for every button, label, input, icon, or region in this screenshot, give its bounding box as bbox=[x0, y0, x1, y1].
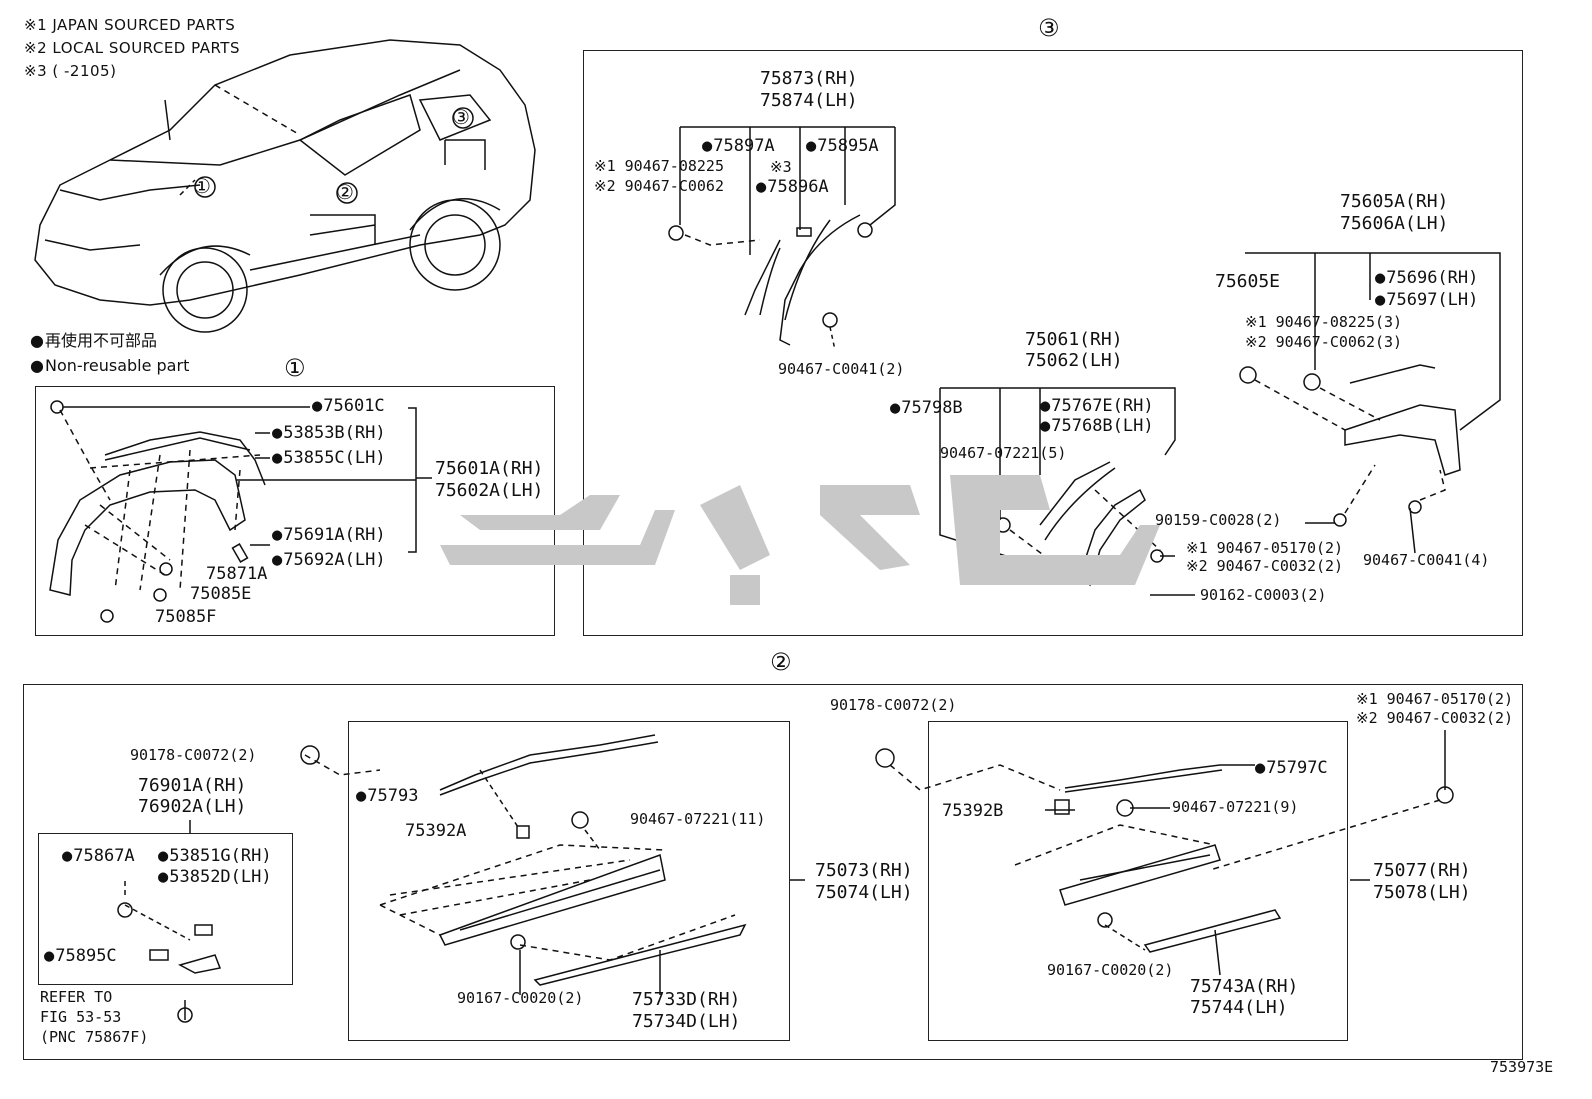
part-75392A: 75392A bbox=[405, 821, 467, 841]
note-date-range: ※3 ( -2105) bbox=[24, 62, 117, 80]
note-90467-08225-3: ※1 90467-08225(3) bbox=[1245, 313, 1403, 331]
part-75897A: 75897A bbox=[702, 138, 774, 155]
part-75392B: 75392B bbox=[942, 801, 1004, 821]
part-75767E: 75767E(RH) bbox=[1040, 398, 1153, 415]
car-callout-2: ② bbox=[336, 180, 354, 204]
part-75062: 75062(LH) bbox=[1025, 350, 1123, 371]
subframe-75073 bbox=[348, 721, 790, 1041]
part-76902A: 76902A(LH) bbox=[138, 796, 247, 817]
part-53852D: 53852D(LH) bbox=[158, 869, 271, 886]
car-illustration bbox=[34, 39, 536, 333]
part-75605E: 75605E bbox=[1215, 271, 1281, 292]
part-53851G: 53851G(RH) bbox=[158, 848, 271, 865]
note-90467-C0062-3: ※2 90467-C0062(3) bbox=[1245, 333, 1403, 351]
part-75085F: 75085F bbox=[155, 607, 217, 627]
note-90467-05170: ※1 90467-05170(2) bbox=[1186, 539, 1344, 557]
car-callout-3: ③ bbox=[452, 105, 470, 129]
part-75871A: 75871A bbox=[206, 564, 268, 584]
note-3: ※3 bbox=[770, 158, 792, 176]
section2-frame bbox=[23, 684, 1523, 1060]
refer-to-line2: FIG 53-53 bbox=[40, 1008, 122, 1026]
part-75605A: 75605A(RH) bbox=[1340, 191, 1449, 212]
part-90178-C0072-right: 90178-C0072(2) bbox=[830, 696, 957, 714]
part-90467-C0041-4: 90467-C0041(4) bbox=[1363, 551, 1490, 569]
watermark-logo bbox=[440, 475, 1160, 605]
part-53853B: 53853B(RH) bbox=[272, 425, 385, 442]
section1-frame bbox=[35, 386, 555, 636]
part-90178-C0072-left: 90178-C0072(2) bbox=[130, 746, 257, 764]
part-75744: 75744(LH) bbox=[1190, 997, 1288, 1018]
legend-en: Non-reusable part bbox=[30, 358, 189, 374]
part-75895A: 75895A bbox=[806, 138, 878, 155]
part-76901A: 76901A(RH) bbox=[138, 775, 247, 796]
subframe-76901A bbox=[38, 833, 293, 985]
part-75874: 75874(LH) bbox=[760, 90, 858, 111]
part-75692A: 75692A(LH) bbox=[272, 552, 385, 569]
part-75895C: 75895C bbox=[44, 948, 116, 965]
part-75085E: 75085E bbox=[190, 584, 252, 604]
part-75074: 75074(LH) bbox=[815, 882, 913, 903]
refer-to-line1: REFER TO bbox=[40, 988, 113, 1006]
part-75867A: 75867A bbox=[62, 848, 134, 865]
part-75697: 75697(LH) bbox=[1375, 292, 1478, 309]
note-90467-C0032-right: ※2 90467-C0032(2) bbox=[1356, 709, 1514, 727]
part-75078: 75078(LH) bbox=[1373, 882, 1471, 903]
part-90467-07221-11: 90467-07221(11) bbox=[630, 810, 766, 828]
subframe-75077 bbox=[928, 721, 1348, 1041]
part-90167-C0020-right: 90167-C0020(2) bbox=[1047, 961, 1174, 979]
part-75797C: 75797C bbox=[1255, 760, 1327, 777]
car-callout-1: ① bbox=[193, 174, 211, 198]
part-75606A: 75606A(LH) bbox=[1340, 213, 1449, 234]
part-90467-C0041-2: 90467-C0041(2) bbox=[778, 360, 905, 378]
legend-jp: 再使用不可部品 bbox=[30, 333, 157, 349]
part-75073: 75073(RH) bbox=[815, 860, 913, 881]
part-75768B: 75768B(LH) bbox=[1040, 418, 1153, 435]
note-local-sourced: ※2 LOCAL SOURCED PARTS bbox=[24, 39, 240, 57]
figure-id: 753973E bbox=[1490, 1058, 1554, 1076]
section-callout-3: ③ bbox=[1038, 14, 1060, 42]
note-90467-C0062: ※2 90467-C0062 bbox=[594, 177, 724, 195]
refer-to-line3: (PNC 75867F) bbox=[40, 1028, 149, 1046]
part-75798B: 75798B bbox=[890, 400, 962, 417]
section-callout-2: ② bbox=[770, 648, 792, 676]
part-75734D: 75734D(LH) bbox=[632, 1011, 741, 1032]
note-90467-08225: ※1 90467-08225 bbox=[594, 157, 724, 175]
part-75873: 75873(RH) bbox=[760, 68, 858, 89]
part-75733D: 75733D(RH) bbox=[632, 989, 741, 1010]
part-90162-C0003: 90162-C0003(2) bbox=[1200, 586, 1327, 604]
part-75743A: 75743A(RH) bbox=[1190, 976, 1299, 997]
section2-parts bbox=[117, 730, 1454, 1023]
section1-parts bbox=[49, 400, 432, 623]
part-90467-07221-5: 90467-07221(5) bbox=[940, 444, 1067, 462]
section3-frame bbox=[583, 50, 1523, 636]
part-75601C: 75601C bbox=[312, 398, 384, 415]
part-75061: 75061(RH) bbox=[1025, 329, 1123, 350]
part-75696: 75696(RH) bbox=[1375, 270, 1478, 287]
note-90467-C0032: ※2 90467-C0032(2) bbox=[1186, 557, 1344, 575]
part-75601A: 75601A(RH) bbox=[435, 458, 544, 479]
note-japan-sourced: ※1 JAPAN SOURCED PARTS bbox=[24, 16, 236, 34]
part-75896A: 75896A bbox=[756, 179, 828, 196]
section-callout-1: ① bbox=[284, 354, 306, 382]
part-53855C: 53855C(LH) bbox=[272, 450, 385, 467]
part-75602A: 75602A(LH) bbox=[435, 480, 544, 501]
part-75793: 75793 bbox=[356, 788, 418, 805]
note-90467-05170-right: ※1 90467-05170(2) bbox=[1356, 690, 1514, 708]
part-75691A: 75691A(RH) bbox=[272, 527, 385, 544]
part-90467-07221-9: 90467-07221(9) bbox=[1172, 798, 1299, 816]
part-90159-C0028: 90159-C0028(2) bbox=[1155, 511, 1282, 529]
part-75077: 75077(RH) bbox=[1373, 860, 1471, 881]
part-90167-C0020-left: 90167-C0020(2) bbox=[457, 989, 584, 1007]
